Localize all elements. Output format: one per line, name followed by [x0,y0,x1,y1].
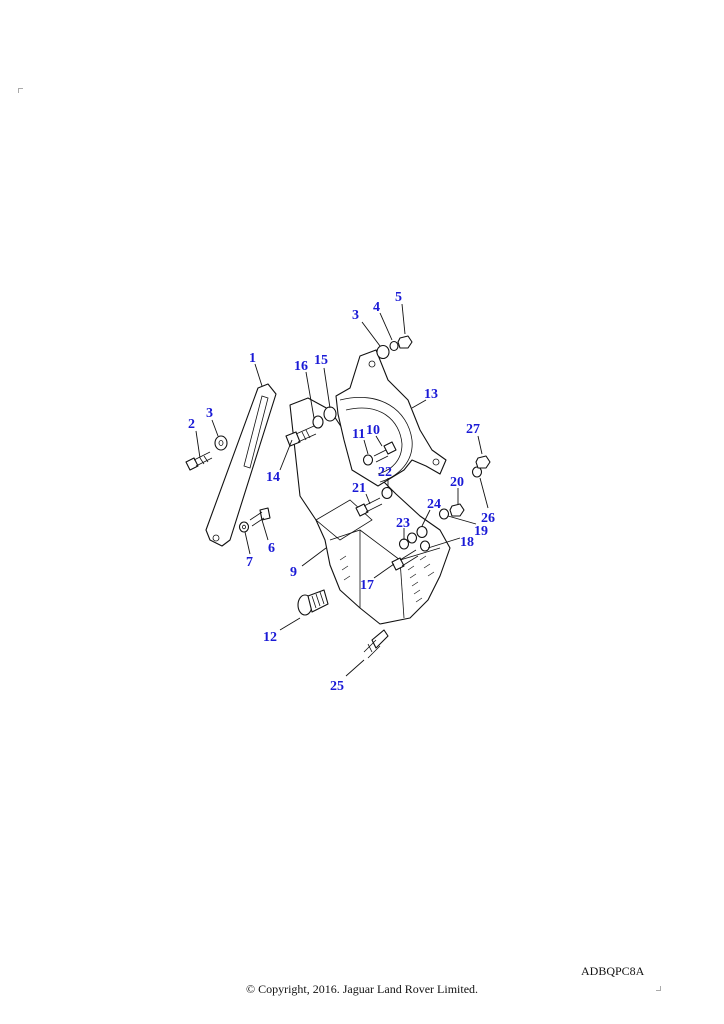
part-19-washer [438,508,450,520]
callout-5: 5 [395,290,402,305]
part-14-bolt [285,425,317,447]
callout-17: 17 [360,578,374,593]
callout-7: 7 [246,555,253,570]
callout-6: 6 [268,541,275,556]
callout-labels: 1 2 3 3 4 5 6 7 9 10 11 12 13 14 15 16 1… [188,290,495,694]
part-6-bolt [249,507,271,527]
callout-3-top: 3 [352,308,359,323]
part-17-bolt [391,549,419,571]
part-7-nut [238,521,250,533]
callout-24: 24 [427,497,441,512]
part-20-nut [449,503,465,517]
callout-25: 25 [330,679,344,694]
part-26-washer [471,466,483,478]
part-4-spring-washer [389,340,399,352]
part-1-adjusting-strap [205,383,277,547]
callout-16: 16 [294,359,308,374]
leader-lines [195,303,489,677]
callout-11: 11 [352,427,365,442]
part-25-stud [363,629,389,659]
part-21-bolt [355,497,383,517]
part-3-washer-top [376,344,390,360]
part-11-nut [362,454,374,466]
callout-26: 26 [481,511,495,526]
part-23-washer [398,538,410,550]
part-3-washer [214,435,228,451]
copyright-notice: © Copyright, 2016. Jaguar Land Rover Lim… [245,982,479,996]
part-2-bolt [185,451,213,471]
callout-27: 27 [466,422,480,437]
callout-12: 12 [263,630,277,645]
callout-15: 15 [314,353,328,368]
callout-14: 14 [266,470,280,485]
part-5-nut [397,335,413,349]
callout-1: 1 [249,351,256,366]
part-10-bolt [373,441,397,463]
callout-23: 23 [396,516,410,531]
part-24-spacer [416,525,428,539]
callout-13: 13 [424,387,438,402]
part-12-bolt [297,589,329,616]
part-27-nut [475,455,491,469]
part-22-washer [381,486,393,500]
part-16-washer [312,415,324,429]
part-13-upper-bracket [335,349,447,487]
callout-18: 18 [460,535,474,550]
crop-mark-top-left [18,88,23,93]
part-18-washer [419,540,431,552]
diagram-reference-code: ADBQPC8A [581,964,645,978]
callout-20: 20 [450,475,464,490]
callout-22: 22 [378,465,392,480]
callout-19: 19 [474,524,488,539]
part-15-spacer [323,406,337,422]
callout-21: 21 [352,481,366,496]
callout-9: 9 [290,565,297,580]
callout-10: 10 [366,423,380,438]
callout-2: 2 [188,417,195,432]
callout-3: 3 [206,406,213,421]
crop-mark-bottom-right [656,986,661,991]
callout-4: 4 [373,300,380,315]
